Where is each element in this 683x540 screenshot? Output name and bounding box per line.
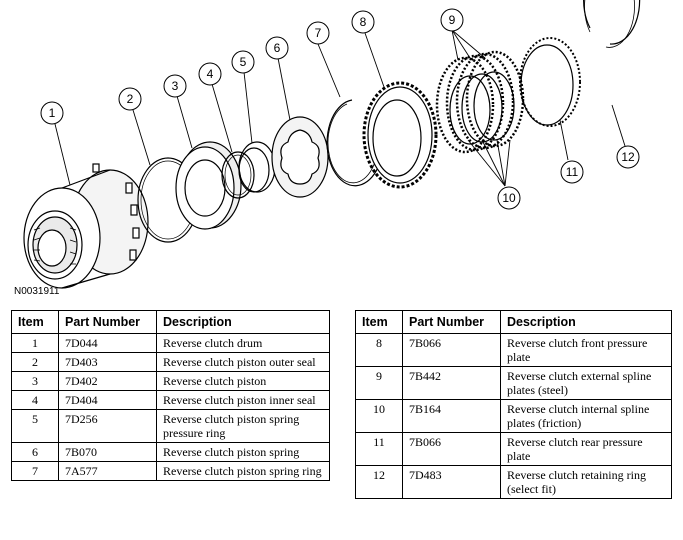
cell-part-number: 7B442 bbox=[402, 366, 501, 400]
cell-description: Reverse clutch piston spring pressure ri… bbox=[156, 409, 330, 443]
cell-part-number: 7A577 bbox=[58, 461, 157, 481]
callout-1: 1 bbox=[49, 106, 56, 120]
cell-item: 3 bbox=[11, 371, 59, 391]
cell-item: 10 bbox=[355, 399, 403, 433]
cell-item: 5 bbox=[11, 409, 59, 443]
header-part-number: Part Number bbox=[58, 310, 157, 334]
part-6-piston-spring bbox=[271, 116, 329, 198]
callout-5: 5 bbox=[240, 55, 247, 69]
cell-part-number: 7B070 bbox=[58, 442, 157, 462]
exploded-view-diagram: 1 2 3 4 5 6 7 8 9 10 11 12 bbox=[23, 0, 641, 289]
cell-part-number: 7D404 bbox=[58, 390, 157, 410]
cell-part-number: 7B164 bbox=[402, 399, 501, 433]
callout-8: 8 bbox=[360, 15, 367, 29]
cell-description: Reverse clutch piston outer seal bbox=[156, 352, 330, 372]
cell-item: 2 bbox=[11, 352, 59, 372]
cell-item: 8 bbox=[355, 333, 403, 367]
cell-description: Reverse clutch retaining ring (select fi… bbox=[500, 465, 672, 499]
part-11-rear-pressure-plate bbox=[519, 37, 581, 127]
callout-4: 4 bbox=[207, 67, 214, 81]
callout-7: 7 bbox=[315, 26, 322, 40]
cell-part-number: 7B066 bbox=[402, 432, 501, 466]
cell-part-number: 7D402 bbox=[58, 371, 157, 391]
cell-description: Reverse clutch internal spline plates (f… bbox=[500, 399, 672, 433]
part-8-front-pressure-plate bbox=[362, 81, 438, 189]
table-header-row: Item Part Number Description bbox=[355, 310, 672, 334]
part-4-piston-inner-seal bbox=[221, 151, 255, 199]
header-description: Description bbox=[500, 310, 672, 334]
table-header-row: Item Part Number Description bbox=[11, 310, 330, 334]
cell-description: Reverse clutch front pressure plate bbox=[500, 333, 672, 367]
cell-description: Reverse clutch drum bbox=[156, 333, 330, 353]
header-item: Item bbox=[11, 310, 59, 334]
cell-item: 11 bbox=[355, 432, 403, 466]
part-3-reverse-clutch-piston bbox=[175, 141, 242, 230]
cell-part-number: 7D044 bbox=[58, 333, 157, 353]
header-item: Item bbox=[355, 310, 403, 334]
cell-item: 6 bbox=[11, 442, 59, 462]
header-part-number: Part Number bbox=[402, 310, 501, 334]
callout-6: 6 bbox=[274, 41, 281, 55]
cell-description: Reverse clutch piston spring ring bbox=[156, 461, 330, 481]
callout-2: 2 bbox=[127, 92, 134, 106]
cell-part-number: 7D256 bbox=[58, 409, 157, 443]
callout-9: 9 bbox=[449, 13, 456, 27]
cell-item: 4 bbox=[11, 390, 59, 410]
cell-description: Reverse clutch piston spring bbox=[156, 442, 330, 462]
header-description: Description bbox=[156, 310, 330, 334]
callout-3: 3 bbox=[172, 79, 179, 93]
cell-part-number: 7D403 bbox=[58, 352, 157, 372]
cell-description: Reverse clutch piston bbox=[156, 371, 330, 391]
cell-description: Reverse clutch external spline plates (s… bbox=[500, 366, 672, 400]
cell-description: Reverse clutch rear pressure plate bbox=[500, 432, 672, 466]
figure-id: N0031911 bbox=[14, 286, 60, 297]
part-12-retaining-ring bbox=[583, 0, 641, 45]
callout-12: 12 bbox=[621, 150, 635, 164]
cell-item: 7 bbox=[11, 461, 59, 481]
cell-item: 9 bbox=[355, 366, 403, 400]
cell-part-number: 7B066 bbox=[402, 333, 501, 367]
callout-11: 11 bbox=[566, 165, 579, 179]
part-1-reverse-clutch-drum bbox=[23, 163, 149, 289]
callout-10: 10 bbox=[502, 191, 516, 205]
part-9-10-clutch-plates-pack bbox=[435, 50, 525, 154]
cell-part-number: 7D483 bbox=[402, 465, 501, 499]
cell-item: 1 bbox=[11, 333, 59, 353]
part-5-piston-spring-pressure-ring bbox=[238, 141, 276, 193]
cell-description: Reverse clutch piston inner seal bbox=[156, 390, 330, 410]
cell-item: 12 bbox=[355, 465, 403, 499]
